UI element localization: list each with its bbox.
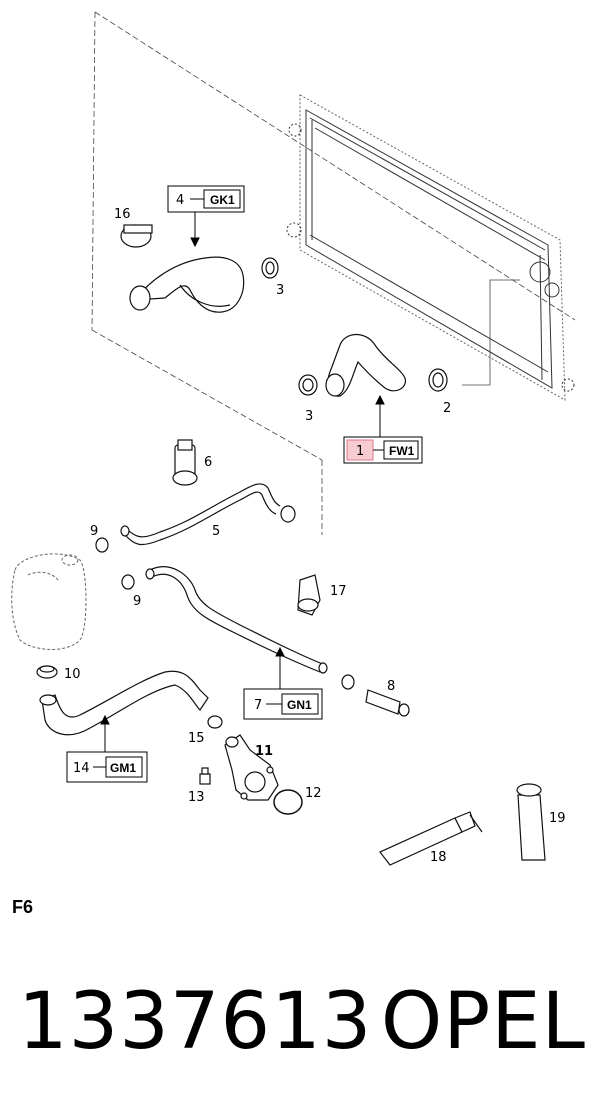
parts-diagram: 4 GK1 1 FW1 7 GN1 14 GM1 2 3 3 5 6 8 9 9… [11,11,576,866]
clamp-3-upper [261,257,279,279]
code-box-4: 4 GK1 [167,185,245,213]
connector-8 [365,689,410,717]
leader-lines [100,212,385,752]
code-box-number: 4 [176,193,184,208]
callout-6: 6 [204,455,212,470]
callout-2: 2 [443,401,451,416]
callout-16: 16 [114,207,131,222]
code-box-1: 1 FW1 [343,436,423,464]
sealant-19 [516,783,546,861]
footer: 1337613 OPEL [0,975,600,1075]
clip-9-lower [121,574,135,590]
callout-13: 13 [188,790,205,805]
callout-19: 19 [549,811,566,826]
hose-gk1 [129,256,245,313]
hose-fw1 [325,333,407,397]
code-box-7: 7 GN1 [243,688,323,720]
clamp-2 [428,368,448,392]
code-box-14: 14 GM1 [66,751,148,783]
callout-18: 18 [430,850,447,865]
callout-17: 17 [330,584,347,599]
callout-5: 5 [212,524,220,539]
assembly-outline [91,11,576,535]
bolt-13 [199,767,211,785]
code-box-code: GM1 [110,761,136,775]
code-box-code: FW1 [389,444,415,458]
section-label: F6 [12,897,34,917]
clamp-8 [341,674,355,690]
code-box-code: GN1 [287,698,312,712]
code-box-number: 7 [254,698,262,713]
callout-3-upper: 3 [276,283,284,298]
sealant-18 [379,811,483,866]
clamp-15 [207,715,223,729]
code-box-number: 1 [356,444,364,459]
clip-9-upper [95,537,109,553]
radiator [286,94,575,401]
hose-gm1 [39,670,209,736]
callout-3-lower: 3 [305,409,313,424]
callout-8: 8 [387,679,395,694]
callouts: 2 3 3 5 6 8 9 9 10 11 12 13 15 16 17 18 … [64,207,566,865]
clamp-3-lower [298,374,318,396]
callout-15: 15 [188,731,205,746]
callout-10: 10 [64,667,81,682]
callout-12: 12 [305,786,322,801]
housing-11 [224,734,279,801]
clamp-10 [36,665,58,679]
part-number: 1337613 [18,977,373,1067]
bracket-17 [297,574,321,616]
brand-name: OPEL [380,977,586,1067]
clamp-16 [120,224,153,248]
callout-9-upper: 9 [90,524,98,539]
callout-11: 11 [255,744,273,759]
bracket-6 [172,439,198,486]
pipe-5 [120,483,296,546]
callout-9-lower: 9 [133,594,141,609]
expansion-tank [11,553,87,650]
code-box-code: GK1 [210,193,235,207]
code-box-number: 14 [73,761,90,776]
o-ring-12 [273,789,303,815]
